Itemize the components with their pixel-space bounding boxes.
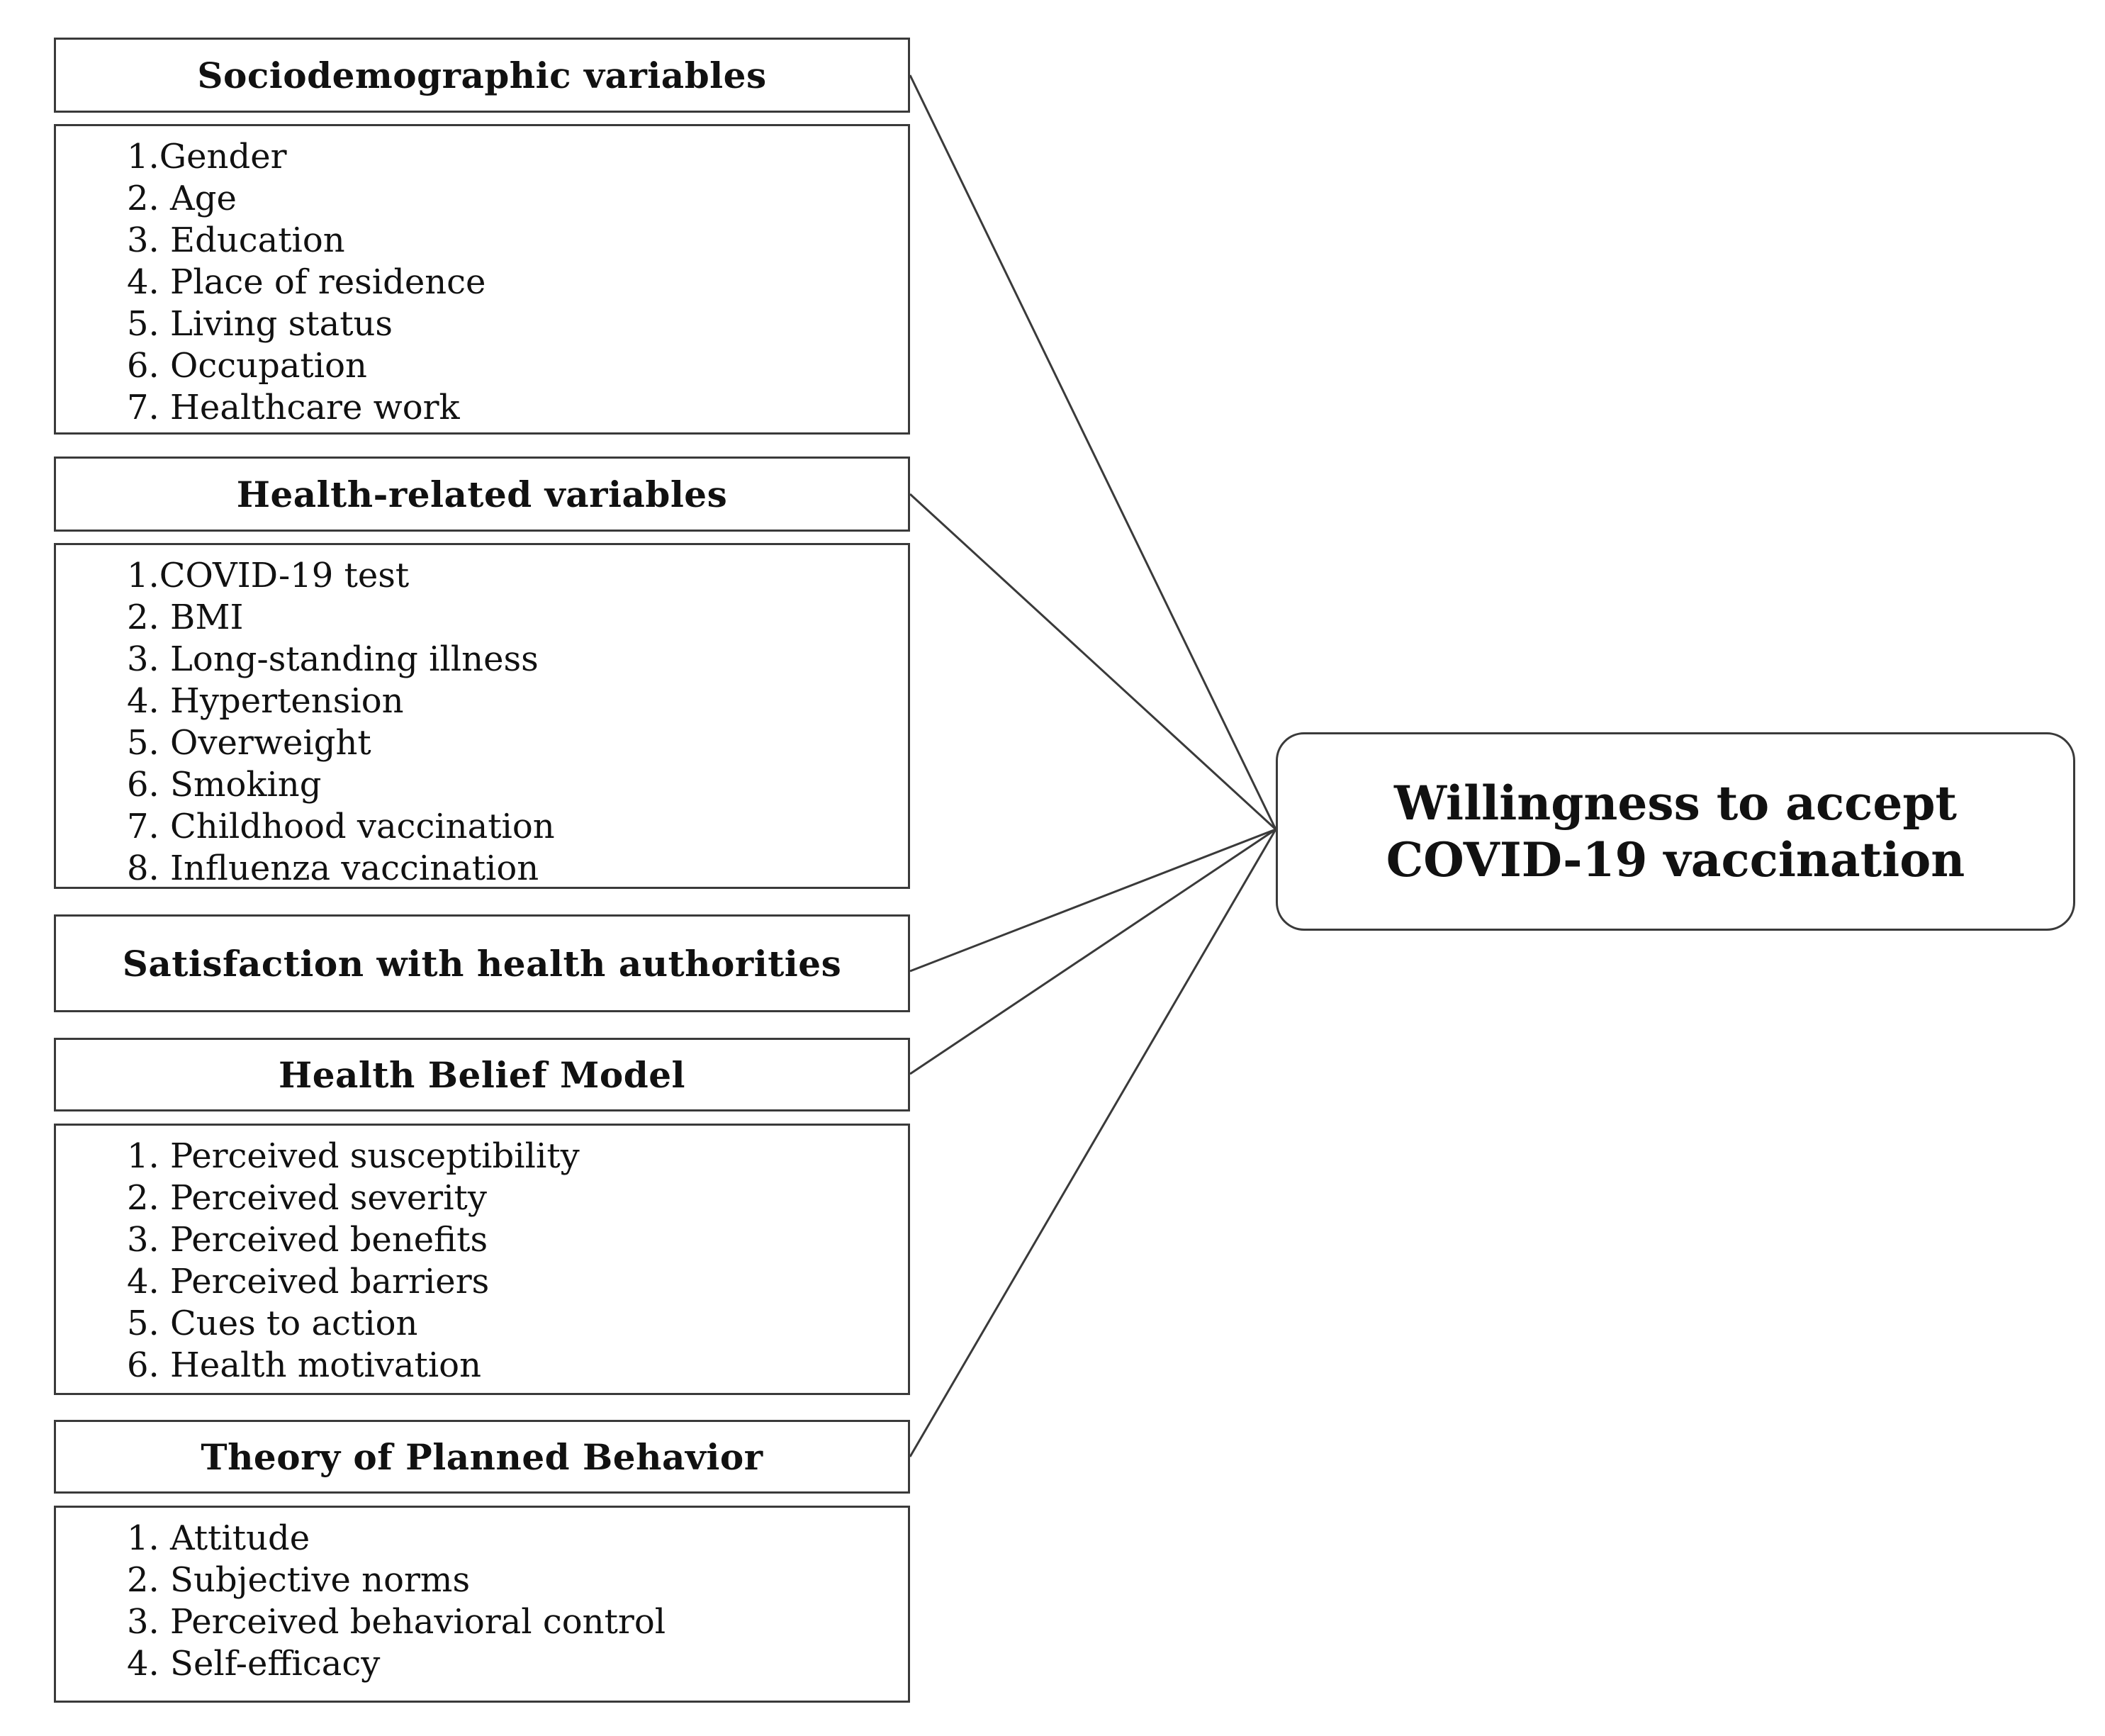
satisfaction-header-label: Satisfaction with health authorities [122,942,842,985]
satisfaction-header: Satisfaction with health authorities [54,914,910,1012]
health-belief-model-header: Health Belief Model [54,1038,910,1111]
health-related-list: 1.COVID-19 test 2. BMI 3. Long-standing … [54,543,910,889]
list-item: 4. Self-efficacy [127,1644,381,1684]
list-item: 2. Age [127,179,237,218]
theory-planned-behavior-header-label: Theory of Planned Behavior [201,1435,763,1478]
list-item: 7. Healthcare work [127,388,460,427]
list-item: 6. Smoking [127,765,322,805]
health-related-header: Health-related variables [54,457,910,532]
list-item: 4. Perceived barriers [127,1262,490,1301]
outcome-box: Willingness to accept COVID-19 vaccinati… [1276,732,2075,931]
list-item: 2. BMI [127,598,244,637]
connector-satisfaction [909,828,1276,973]
list-item: 3. Long-standing illness [127,639,539,679]
list-item: 5. Overweight [127,723,371,763]
connector-health-related [909,493,1277,831]
connector-health-belief-model [909,828,1276,1075]
connector-sociodemographic [909,74,1277,830]
theory-planned-behavior-list: 1. Attitude 2. Subjective norms 3. Perce… [54,1506,910,1703]
list-item: 1.Gender [127,137,287,177]
list-item: 4. Place of residence [127,262,486,302]
list-item: 2. Subjective norms [127,1560,471,1600]
list-item: 4. Hypertension [127,681,404,721]
health-belief-model-list: 1. Perceived susceptibility 2. Perceived… [54,1124,910,1395]
list-item: 3. Perceived benefits [127,1220,488,1260]
connector-theory-planned-behavior [909,829,1277,1457]
list-item: 6. Occupation [127,346,367,386]
list-item: 1. Attitude [127,1518,310,1558]
list-item: 8. Influenza vaccination [127,849,539,888]
list-item: 7. Childhood vaccination [127,807,555,846]
theory-planned-behavior-header: Theory of Planned Behavior [54,1420,910,1494]
list-item: 5. Cues to action [127,1304,418,1343]
list-item: 1.COVID-19 test [127,556,410,595]
sociodemographic-list: 1.Gender 2. Age 3. Education 4. Place of… [54,124,910,435]
health-belief-model-header-label: Health Belief Model [278,1053,686,1096]
list-item: 3. Perceived behavioral control [127,1602,666,1642]
list-item: 5. Living status [127,304,393,344]
list-item: 3. Education [127,220,345,260]
list-item: 2. Perceived severity [127,1178,487,1218]
sociodemographic-header: Sociodemographic variables [54,38,910,113]
outcome-line-2: COVID-19 vaccination [1386,832,1965,887]
outcome-line-1: Willingness to accept [1394,775,1957,831]
list-item: 1. Perceived susceptibility [127,1136,580,1176]
list-item: 6. Health motivation [127,1345,481,1385]
sociodemographic-header-label: Sociodemographic variables [197,54,767,96]
health-related-header-label: Health-related variables [236,473,728,515]
